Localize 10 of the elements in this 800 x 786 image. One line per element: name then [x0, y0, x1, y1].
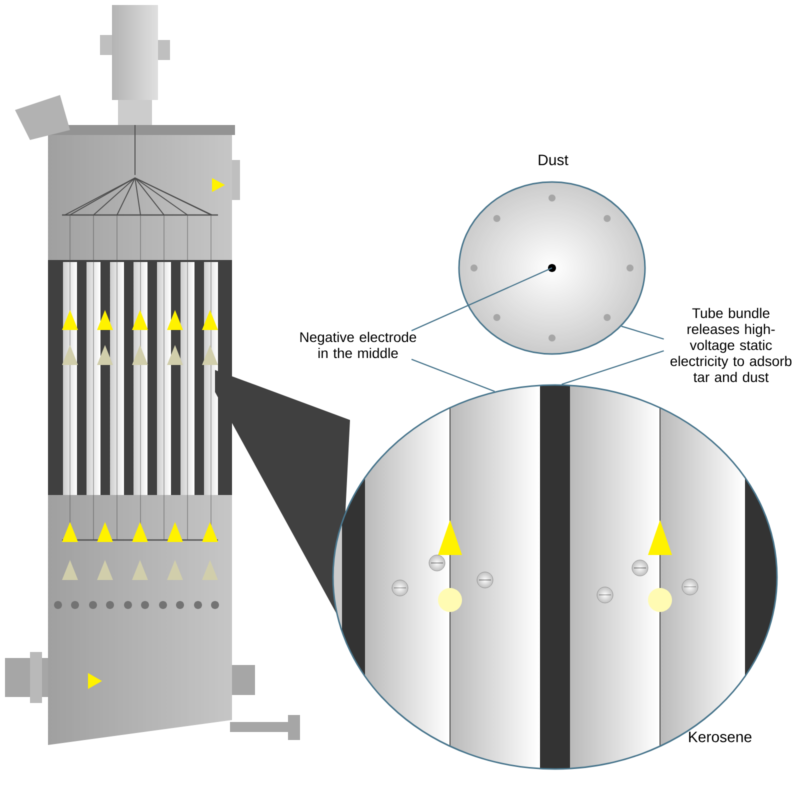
callout-text: Negative electrode in the middle [300, 332, 416, 358]
leader-line [621, 326, 664, 340]
magnified-view-circle [332, 384, 778, 770]
leader-line [562, 350, 664, 385]
cross-section-circle [458, 181, 646, 355]
label-text: Kerosene [689, 732, 752, 742]
leader-line [411, 358, 495, 392]
leader-line [411, 267, 552, 332]
callout-text: Tube bundle releases high-voltage static electricity to adsorb tar and dust [670, 308, 792, 382]
label-text: Dust [538, 154, 568, 166]
